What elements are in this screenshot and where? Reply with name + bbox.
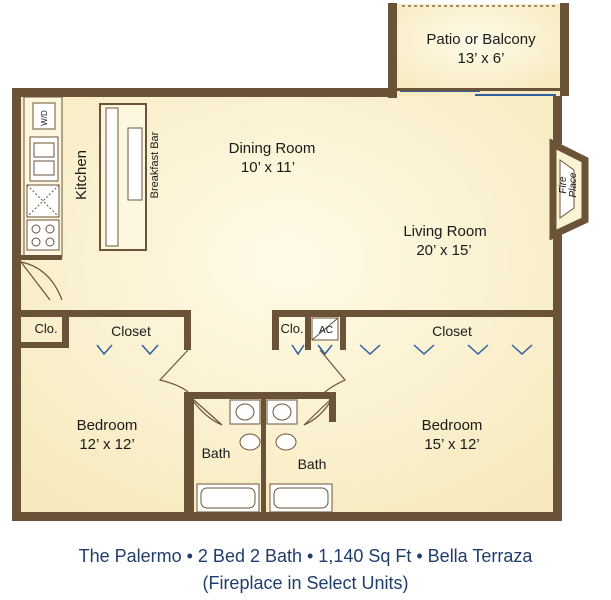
clo1-name: Clo. <box>34 321 57 336</box>
kitchen-appliances: W/D <box>23 96 63 258</box>
door-swings <box>158 349 346 426</box>
bedroom2-size: 15’ x 12’ <box>424 436 479 453</box>
living-size: 20’ x 15’ <box>416 242 471 259</box>
bedroom1-size: 12’ x 12’ <box>79 436 134 453</box>
bath1-name: Bath <box>202 445 231 461</box>
fireplace: Fire Place <box>549 138 589 241</box>
ac-label: AC <box>319 325 333 336</box>
dining-size: 10’ x 11’ <box>241 159 295 176</box>
exterior-walls <box>12 3 569 521</box>
caption-title: The Palermo • 2 Bed 2 Bath • 1,140 Sq Ft… <box>78 546 533 566</box>
fireplace-label-1: Fire <box>558 176 569 194</box>
fireplace-label-2: Place <box>568 172 579 197</box>
wd-label: W/D <box>40 110 49 126</box>
dining-name: Dining Room <box>229 140 316 157</box>
bath2-name: Bath <box>298 456 327 472</box>
caption-note: (Fireplace in Select Units) <box>202 573 409 593</box>
closet-door-marks <box>96 344 533 356</box>
bath-fixtures <box>196 399 333 513</box>
patio-name: Patio or Balcony <box>426 31 536 48</box>
breakfast-bar-label: Breakfast Bar <box>149 131 161 198</box>
patio-size: 13’ x 6’ <box>458 50 505 67</box>
floor-plan: Fire Place W/D Breakfast Bar <box>12 3 589 521</box>
kitchen-door-swing <box>20 261 63 301</box>
breakfast-bar: Breakfast Bar <box>99 103 161 251</box>
closet1-name: Closet <box>111 323 151 339</box>
interior-walls <box>21 310 562 520</box>
clo2-name: Clo. <box>280 321 303 336</box>
kitchen-name: Kitchen <box>73 150 90 200</box>
bedroom1-name: Bedroom <box>77 417 138 434</box>
living-name: Living Room <box>403 223 486 240</box>
bedroom2-name: Bedroom <box>422 417 483 434</box>
closet2-name: Closet <box>432 323 472 339</box>
